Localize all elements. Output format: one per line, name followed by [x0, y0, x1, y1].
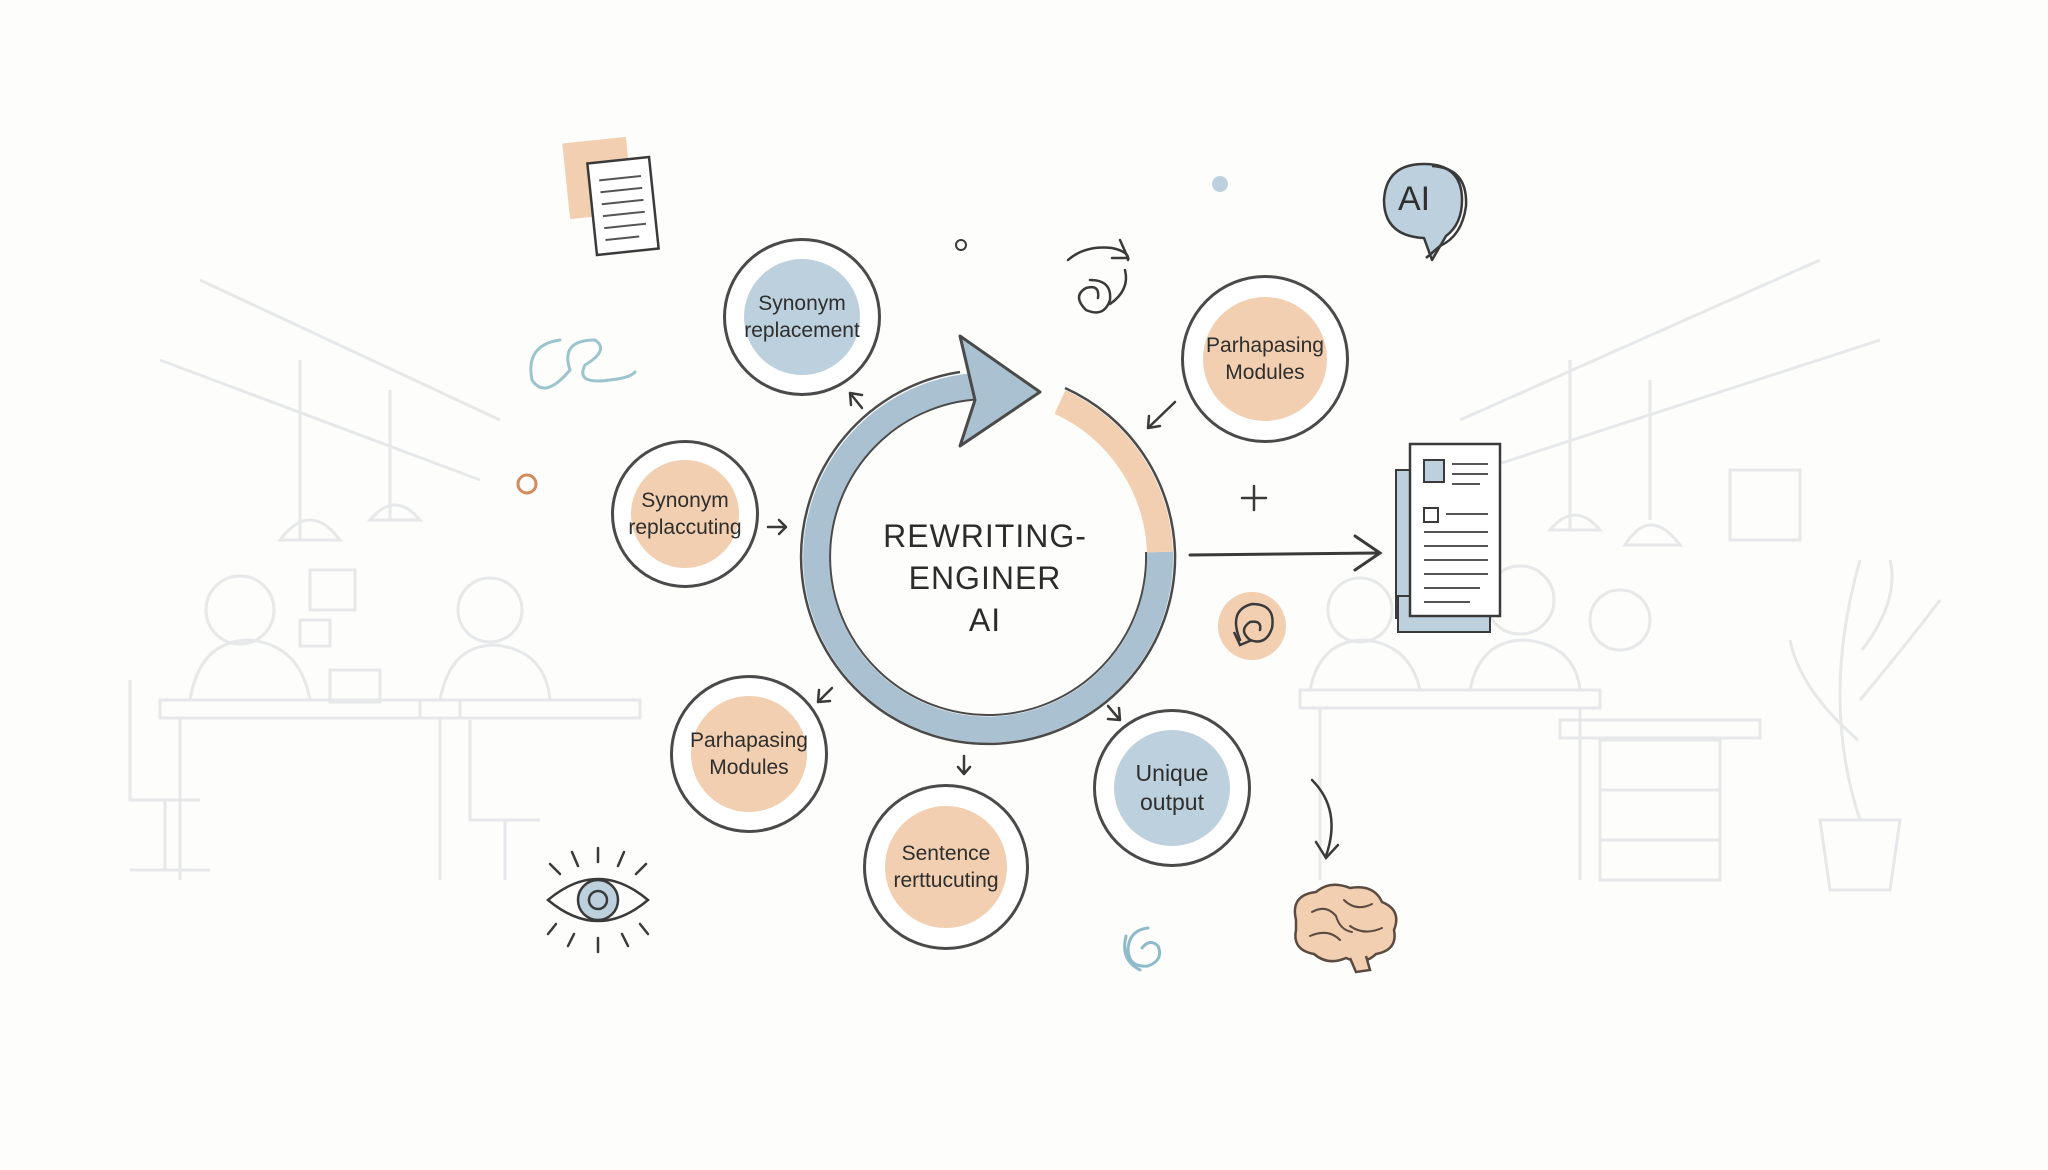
swirl-icon — [1218, 592, 1286, 660]
curved-arrow-icon — [1310, 778, 1340, 861]
node-paraphrasing-modules-bottom: Parhapasing Modules — [670, 675, 828, 833]
node-fill — [691, 696, 807, 812]
report-document-icon — [1395, 442, 1502, 633]
ai-speech-bubble-icon — [1382, 162, 1468, 262]
scribble-icon — [529, 338, 637, 390]
cycle-ring-peach — [1054, 390, 1173, 553]
node-label: Synonym replaccuting — [628, 489, 742, 539]
swirl-icon — [1066, 238, 1130, 314]
node-fill — [885, 806, 1007, 928]
plus-icon — [1240, 484, 1268, 512]
eye-icon — [546, 846, 650, 954]
brain-icon — [1293, 883, 1398, 974]
node-label: Parhapasing Modules — [1206, 334, 1324, 384]
node-sentence-restructuring: Sentence rerttucuting — [863, 784, 1029, 950]
node-label: Synonym replacement — [744, 292, 860, 342]
engine-title: REWRITING- ENGINER AI — [835, 515, 1135, 641]
engine-title-line: AI — [968, 602, 1002, 638]
node-label: Parhapasing Modules — [690, 729, 808, 779]
engine-title-line: ENGINER — [908, 560, 1062, 596]
node-label: Sentence rerttucuting — [893, 842, 999, 892]
node-label: Unique output — [1135, 760, 1209, 815]
node-synonym-replaccuting: Synonym replaccuting — [611, 440, 759, 588]
node-fill — [744, 259, 860, 375]
cycle-arrowhead — [958, 334, 1042, 448]
decor-dot — [955, 239, 967, 251]
decor-dot — [1212, 176, 1228, 192]
node-fill — [1203, 297, 1327, 421]
swirl-icon — [1123, 926, 1162, 972]
document-icon — [562, 136, 661, 257]
node-unique-output: Unique output — [1093, 709, 1251, 867]
node-fill — [631, 460, 739, 568]
cycle-ring-outline — [799, 370, 1177, 746]
engine-title-line: REWRITING- — [883, 518, 1087, 554]
ai-badge-text: AI — [1398, 180, 1431, 218]
cycle-ring-blue — [803, 373, 1174, 743]
node-fill — [1114, 730, 1230, 846]
node-synonym-replacement: Synonym replacement — [723, 238, 881, 396]
decor-dot — [516, 473, 538, 495]
output-arrow — [1188, 534, 1383, 572]
node-paraphrasing-modules-top: Parhapasing Modules — [1181, 275, 1349, 443]
